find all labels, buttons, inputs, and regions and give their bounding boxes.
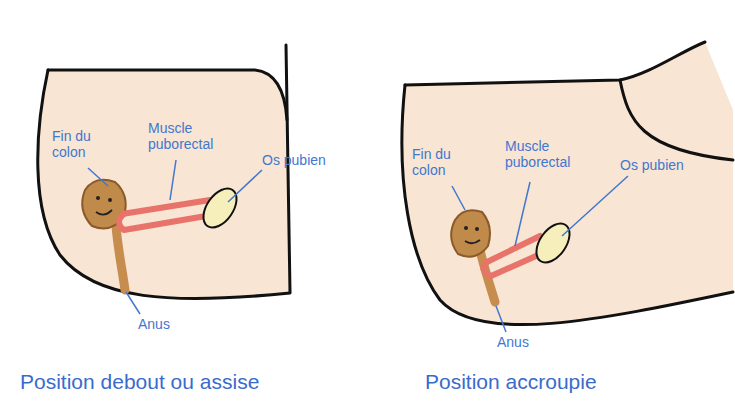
thigh-outline — [286, 45, 290, 292]
thigh-outline — [620, 80, 733, 160]
position-caption: Position accroupie — [425, 370, 597, 394]
puborectal-muscle — [124, 215, 212, 230]
leader-line — [126, 292, 140, 314]
part-label: Os pubien — [620, 157, 710, 173]
buttock-outline — [402, 85, 733, 325]
puborectal-loop — [483, 262, 491, 276]
leader-line — [496, 306, 506, 332]
seated-figure — [38, 45, 290, 314]
part-label: Fin du colon — [412, 146, 474, 178]
pubic-bone — [197, 183, 244, 234]
colon-mouth — [465, 240, 480, 243]
leader-line — [88, 168, 108, 186]
body-outline — [48, 70, 287, 120]
pubic-bone — [530, 218, 577, 269]
part-label: Fin du colon — [52, 128, 114, 160]
puborectal-muscle — [122, 200, 210, 214]
part-label: Anus — [138, 316, 198, 332]
part-label: Muscle puborectal — [148, 120, 234, 152]
buttock-outline — [38, 70, 290, 299]
part-label: Os pubien — [262, 152, 352, 168]
colon-eye — [108, 198, 112, 202]
body-outline — [405, 42, 705, 85]
colon-end — [451, 210, 490, 256]
leader-line — [452, 186, 465, 210]
puborectal-loop — [119, 214, 124, 230]
squatting-figure — [402, 42, 733, 332]
colon-eye — [464, 226, 468, 230]
part-label: Muscle puborectal — [505, 138, 591, 170]
rectum — [116, 226, 125, 290]
leader-line — [515, 182, 530, 246]
part-label: Anus — [497, 334, 557, 350]
body-fill — [402, 42, 733, 325]
leader-line — [562, 176, 628, 236]
leader-line — [170, 160, 176, 200]
colon-eye — [96, 196, 100, 200]
colon-mouth — [96, 210, 112, 215]
colon-eye — [475, 227, 479, 231]
leader-line — [228, 170, 262, 202]
body-fill — [38, 70, 290, 298]
position-caption: Position debout ou assise — [20, 370, 259, 394]
